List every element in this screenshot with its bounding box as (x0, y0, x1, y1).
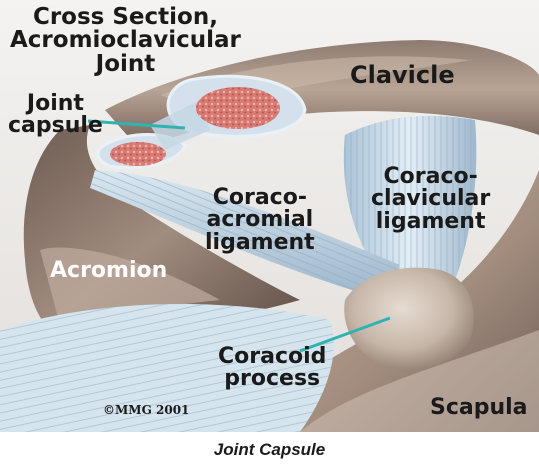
coracoclavicular-line-1: Coraco- (371, 166, 490, 188)
clavicle-label: Clavicle (350, 63, 455, 87)
joint-capsule-line-1: Joint (8, 93, 103, 115)
coracoacromial-line-2: acromial (205, 209, 315, 231)
coracoacromial-line-3: ligament (205, 232, 315, 254)
coracoid-process-label: Coracoid process (218, 346, 326, 391)
scapula-label: Scapula (430, 397, 528, 419)
coracoacromial-line-1: Coraco- (205, 187, 315, 209)
joint-capsule-line-2: capsule (8, 115, 103, 137)
coracoid-line-1: Coracoid (218, 346, 326, 368)
joint-capsule-label: Joint capsule (8, 93, 103, 138)
copyright-notice: ©MMG 2001 (103, 403, 189, 417)
coracoclavicular-line-3: ligament (371, 211, 490, 233)
title-line-1: Cross Section, (10, 6, 241, 29)
acromion-marrow (110, 142, 166, 166)
figure-caption: Joint Capsule (0, 440, 539, 460)
title-line-3: Joint (10, 53, 241, 76)
title-label: Cross Section, Acromioclavicular Joint (10, 6, 241, 76)
title-line-2: Acromioclavicular (10, 29, 241, 52)
coracoclavicular-ligament-label: Coraco- clavicular ligament (371, 166, 490, 233)
coracoid-line-2: process (218, 368, 326, 390)
coracoclavicular-line-2: clavicular (371, 188, 490, 210)
clavicle-marrow (196, 87, 280, 129)
acromion-label: Acromion (50, 260, 167, 282)
coracoacromial-ligament-label: Coraco- acromial ligament (205, 187, 315, 254)
